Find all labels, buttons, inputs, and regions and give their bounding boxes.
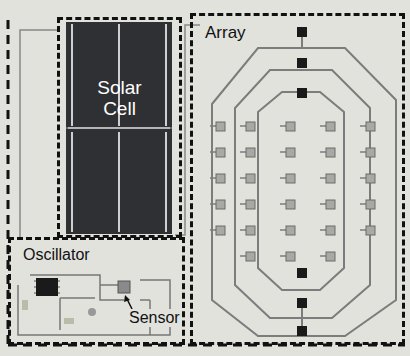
pcb-traces (20, 25, 200, 240)
sensor-chip (118, 281, 130, 293)
dashed-region: Solar Cell (57, 17, 182, 238)
region-label: Oscillator (21, 246, 92, 264)
region-label: Solar Cell (82, 78, 158, 120)
array-traces (212, 36, 396, 336)
region-label: Array (203, 24, 248, 43)
part-label: Sensor (128, 309, 181, 327)
array-chips (297, 27, 307, 336)
arrow-head (124, 295, 130, 302)
dashed-region: Oscillator (8, 237, 185, 345)
array-sensors (210, 122, 375, 261)
dashed-region: Array (190, 13, 405, 345)
solar-cell-panel (66, 22, 172, 234)
outer-frame (8, 20, 405, 345)
